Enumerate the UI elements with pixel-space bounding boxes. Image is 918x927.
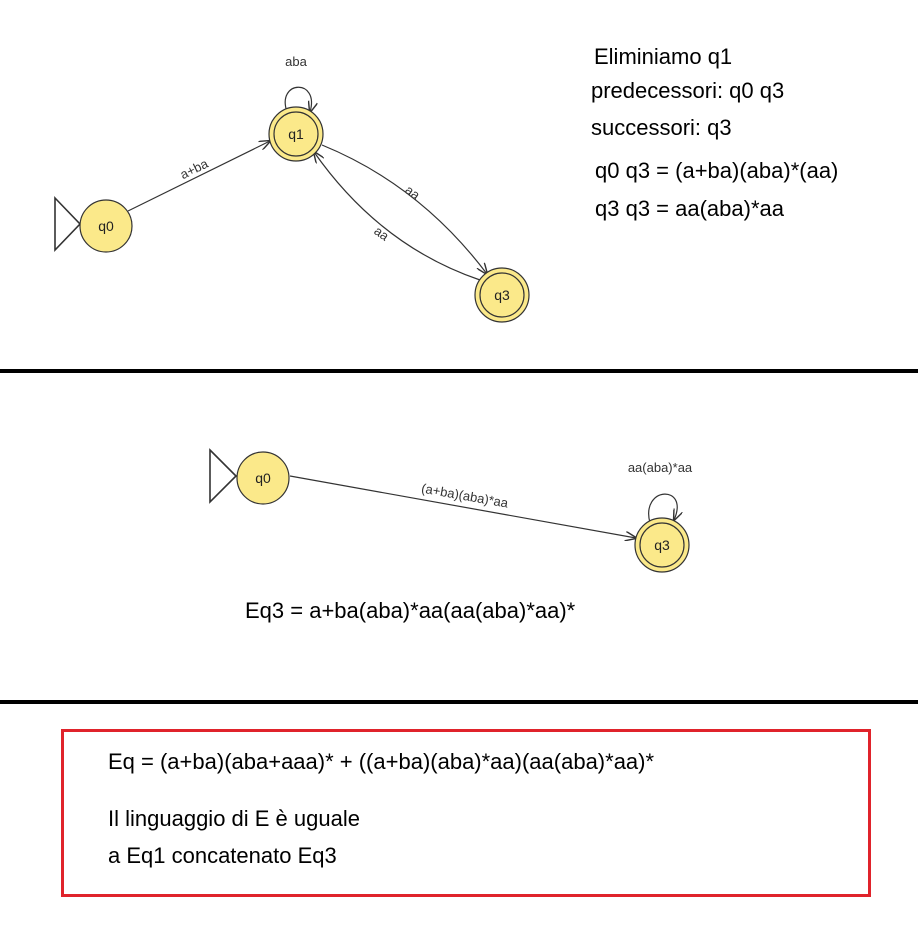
- state-label-q1: q1: [288, 126, 304, 142]
- statement-line-1: Il linguaggio di E è uguale: [108, 806, 360, 831]
- state-q3: q3: [474, 267, 530, 323]
- edge-label-q1-loop: aba: [285, 54, 307, 69]
- edge-loop-q3: [648, 493, 678, 524]
- statement-line-2: a Eq1 concatenato Eq3: [108, 843, 337, 868]
- state-label-q0: q0: [255, 470, 271, 486]
- edge-label-q1-q3: aa: [402, 182, 423, 203]
- state-q1: q1: [268, 106, 324, 162]
- state-q0: q0: [79, 199, 133, 253]
- note-predecessors: predecessori: q0 q3: [591, 78, 785, 103]
- edge-q1-q3: [321, 144, 487, 274]
- state-label-q0: q0: [98, 218, 114, 234]
- edge-loop-q1: [284, 86, 311, 112]
- automaton-diagram-1: a+ba aba aa aa q0 q1 q3: [54, 54, 530, 323]
- edge-label-q3-loop: aa(aba)*aa: [628, 460, 693, 475]
- note-eliminate-q1: Eliminiamo q1: [594, 44, 733, 69]
- separator-1: [0, 369, 918, 373]
- note-successors: successori: q3: [591, 115, 732, 140]
- note-q0-q3: q0 q3 = (a+ba)(aba)*(aa): [595, 158, 839, 183]
- state-label-q3: q3: [654, 537, 670, 553]
- start-arrow-icon: [54, 196, 82, 252]
- state-label-q3: q3: [494, 287, 510, 303]
- state-q3: q3: [634, 517, 690, 573]
- edge-q3-q1: [314, 152, 481, 281]
- equation-eq: Eq = (a+ba)(aba+aaa)* + ((a+ba)(aba)*aa)…: [108, 749, 655, 774]
- edge-label-q3-q1: aa: [371, 223, 392, 244]
- edge-q0-q1: [127, 141, 270, 212]
- separator-2: [0, 700, 918, 704]
- automaton-diagram-2: (a+ba)(aba)*aa aa(aba)*aa q0 q3: [209, 448, 693, 573]
- state-q0: q0: [236, 451, 290, 505]
- edge-q0-q3: [289, 475, 636, 538]
- edge-label-q0-q3: (a+ba)(aba)*aa: [420, 481, 510, 511]
- equation-eq3: Eq3 = a+ba(aba)*aa(aa(aba)*aa)*: [245, 598, 576, 623]
- start-arrow-icon: [209, 448, 238, 504]
- note-q3-q3: q3 q3 = aa(aba)*aa: [595, 196, 784, 221]
- result-box: [61, 729, 871, 897]
